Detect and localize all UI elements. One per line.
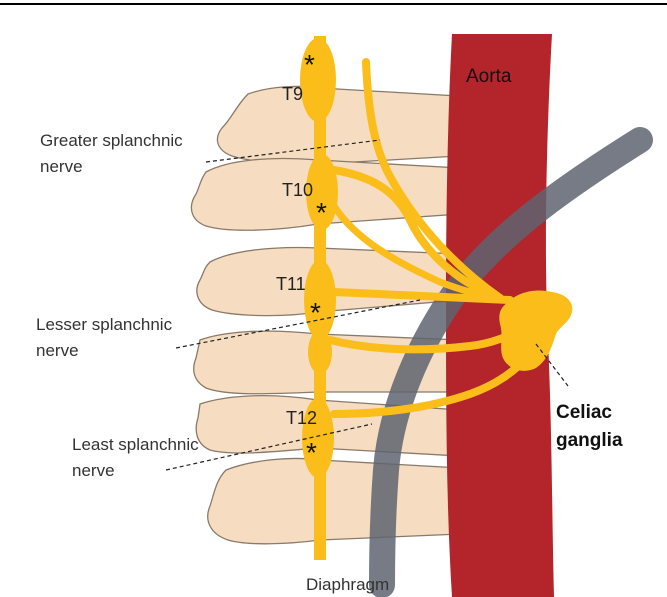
- vertebra-l1: [208, 458, 460, 543]
- aorta-label: Aorta: [466, 66, 512, 87]
- lesser-splanchnic-label-1: Lesser splanchnic: [36, 315, 173, 334]
- lesser-splanchnic-label-2: nerve: [36, 341, 79, 360]
- vertebra-label-t10: T10: [282, 180, 313, 200]
- celiac-label-1: Celiac: [556, 402, 612, 423]
- greater-splanchnic-label-2: nerve: [40, 157, 83, 176]
- vertebra-t9: [217, 86, 458, 164]
- asterisk-t12: *: [306, 437, 317, 468]
- celiac-ganglia: [499, 290, 572, 370]
- diaphragm-label: Diaphragm: [306, 575, 389, 594]
- least-splanchnic-label-1: Least splanchnic: [72, 435, 199, 454]
- asterisk-t9: *: [304, 49, 315, 80]
- vertebra-label-t9: T9: [282, 84, 303, 104]
- vertebra-label-t11: T11: [276, 274, 306, 294]
- asterisk-t10: *: [316, 197, 327, 228]
- greater-splanchnic-label-1: Greater splanchnic: [40, 131, 183, 150]
- least-splanchnic-label-2: nerve: [72, 461, 115, 480]
- asterisk-t11: *: [310, 297, 321, 328]
- vertebra-label-t12: T12: [286, 408, 317, 428]
- celiac-label-2: ganglia: [556, 430, 623, 451]
